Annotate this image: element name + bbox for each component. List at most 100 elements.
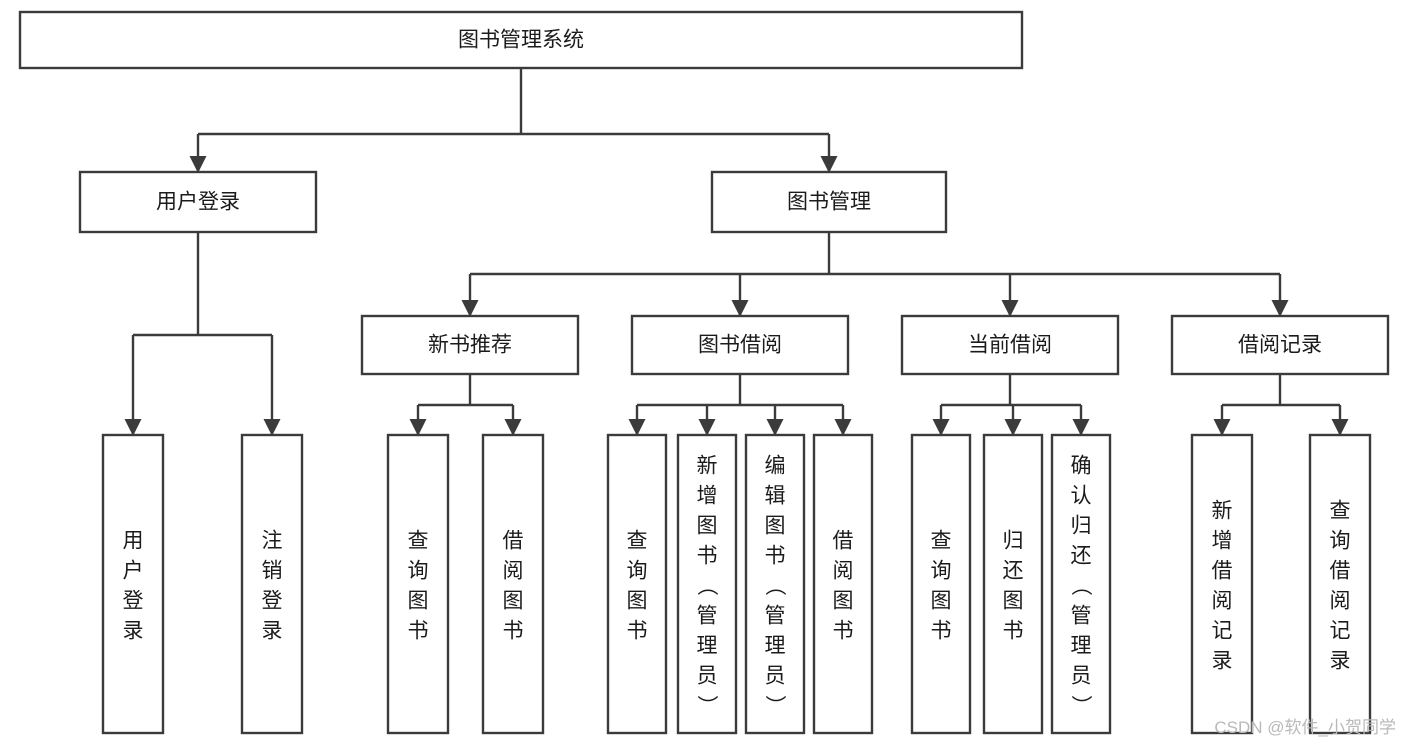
node-book-borrow[interactable] (630, 314, 850, 376)
label-char: 借 (833, 529, 854, 552)
arrow-head-icon (1004, 419, 1022, 436)
label-char: 增 (1212, 529, 1233, 552)
arrow-head-icon (834, 419, 852, 436)
arrow-head-icon (698, 419, 716, 436)
label-char: 图 (627, 589, 648, 612)
label-char: 归 (1071, 514, 1092, 537)
label-char: 查 (627, 529, 648, 552)
label-char: 还 (1003, 559, 1024, 582)
arrow-head-icon (820, 156, 838, 173)
node-leaf-user-login[interactable] (101, 433, 165, 735)
csdn-watermark: CSDN @软件_小贺同学 (1214, 718, 1396, 737)
node-leaf-cur-confirm[interactable] (1050, 433, 1112, 735)
label-char: 询 (408, 559, 429, 582)
label-char: 图 (1003, 589, 1024, 612)
node-book-manage[interactable] (710, 170, 948, 234)
node-current-borrow[interactable] (900, 314, 1120, 376)
node-leaf-cur-return[interactable] (982, 433, 1044, 735)
label-char: 理 (765, 634, 786, 657)
node-leaf-borrow-add[interactable] (676, 433, 738, 735)
node-borrow-record[interactable] (1170, 314, 1390, 376)
node-root-label: 图书管理系统 (458, 29, 584, 52)
label-char: 理 (1071, 634, 1092, 657)
label-char: 阅 (1330, 589, 1351, 612)
label-char: 注 (262, 529, 283, 552)
arrow-head-icon (263, 419, 281, 436)
label-char: 理 (697, 634, 718, 657)
label-char: 书 (1003, 619, 1024, 642)
label-char: 新 (1212, 499, 1233, 522)
label-char: 查 (1330, 499, 1351, 522)
label-char: 辑 (765, 484, 786, 507)
node-leaf-borrow-do[interactable] (812, 433, 874, 735)
label-char: 书 (833, 619, 854, 642)
label-char: 记 (1330, 619, 1351, 642)
node-borrow-record-label: 借阅记录 (1238, 334, 1322, 357)
label-char: 图 (931, 589, 952, 612)
node-leaf-rec-add[interactable] (1190, 433, 1254, 735)
label-char: 录 (123, 619, 144, 642)
node-leaf-rec-query[interactable] (386, 433, 450, 735)
label-char: 还 (1071, 544, 1092, 567)
label-char: 书 (503, 619, 524, 642)
label-char: 借 (1212, 559, 1233, 582)
arrow-head-icon (124, 419, 142, 436)
node-user-login[interactable] (78, 170, 318, 234)
arrow-head-icon (409, 419, 427, 436)
label-char: 书 (765, 544, 786, 567)
node-leaf-rec-query2[interactable] (1308, 433, 1372, 735)
label-char: 新 (697, 454, 718, 477)
node-user-login-label: 用户登录 (156, 191, 240, 214)
arrow-head-icon (932, 419, 950, 436)
label-char: ） (763, 695, 786, 716)
node-leaf-rec-borrow[interactable] (481, 433, 545, 735)
label-char: 图 (503, 589, 524, 612)
node-root[interactable] (18, 10, 1024, 70)
arrow-head-icon (1072, 419, 1090, 436)
node-leaf-user-logout[interactable] (240, 433, 304, 735)
label-char: 登 (123, 589, 144, 612)
node-leaf-borrow-edit[interactable] (744, 433, 806, 735)
arrow-head-icon (461, 300, 479, 317)
node-leaf-cur-query[interactable] (910, 433, 972, 735)
nodes-layer: 图书管理系统用户登录图书管理新书推荐图书借阅当前借阅借阅记录用户登录注销登录查询… (18, 10, 1390, 735)
label-char: 借 (1330, 559, 1351, 582)
label-char: 书 (408, 619, 429, 642)
arrow-head-icon (504, 419, 522, 436)
label-char: 书 (697, 544, 718, 567)
label-char: 书 (931, 619, 952, 642)
label-char: 编 (765, 454, 786, 477)
label-char: 记 (1212, 619, 1233, 642)
label-char: ） (1069, 695, 1092, 716)
label-char: （ (763, 575, 786, 596)
label-char: 询 (627, 559, 648, 582)
arrow-head-icon (1331, 419, 1349, 436)
label-char: 员 (1071, 664, 1092, 687)
label-char: 图 (697, 514, 718, 537)
label-char: 增 (697, 484, 718, 507)
label-char: 阅 (503, 559, 524, 582)
label-char: 图 (833, 589, 854, 612)
label-char: 用 (123, 529, 144, 552)
node-leaf-borrow-query[interactable] (606, 433, 668, 735)
node-new-book-rec[interactable] (360, 314, 580, 376)
label-char: 销 (262, 559, 283, 582)
node-new-book-rec-label: 新书推荐 (428, 334, 512, 357)
label-char: 确 (1071, 454, 1092, 477)
label-char: 归 (1003, 529, 1024, 552)
label-char: 管 (1071, 604, 1092, 627)
label-char: 管 (697, 604, 718, 627)
node-book-manage-label: 图书管理 (787, 191, 871, 214)
label-char: 图 (765, 514, 786, 537)
arrow-head-icon (731, 300, 749, 317)
arrow-head-icon (628, 419, 646, 436)
